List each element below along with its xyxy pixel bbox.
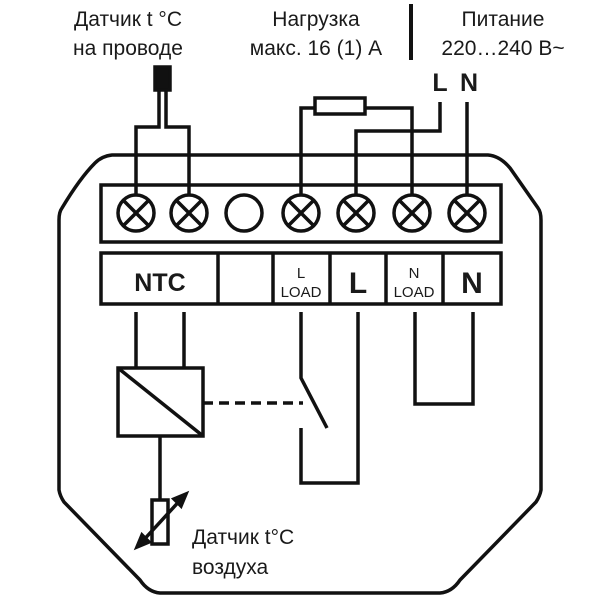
- supply-label-l: L: [432, 69, 447, 97]
- terminal-label-l: L: [349, 267, 367, 300]
- screw-terminal-l: [336, 193, 376, 233]
- wire-sensor-lead: [134, 90, 161, 195]
- terminal-label-strip: [99, 251, 503, 306]
- load-resistor: [313, 96, 367, 116]
- air-sensor-caption-line1: Датчик t°C: [192, 526, 294, 549]
- screw-terminal-n-load: [392, 193, 432, 233]
- supply-wire-l: [354, 102, 442, 195]
- terminal-label-ntc: NTC: [134, 269, 185, 297]
- load-caption-line1: Нагрузка: [272, 8, 360, 31]
- load-wire: [365, 106, 414, 195]
- power-caption-line2: 220…240 В~: [441, 37, 564, 60]
- screw-terminal-2: [169, 193, 209, 233]
- load-caption-line2: макс. 16 (1) А: [250, 37, 382, 60]
- air-sensor-caption-line2: воздуха: [192, 556, 269, 579]
- controller-diagonal: [116, 366, 205, 438]
- screw-terminal-n: [447, 193, 487, 233]
- screw-terminal-l-load: [281, 193, 321, 233]
- n-internal-loop: [413, 312, 475, 406]
- wire-sensor-probe: [153, 65, 172, 92]
- terminal-label-n-load-top: N: [409, 265, 420, 282]
- relay-wire-l-load: [299, 312, 329, 429]
- air-sensor-thermistor: [150, 498, 170, 546]
- terminal-label-n: N: [461, 267, 483, 300]
- wire-sensor-caption-line1: Датчик t °C: [74, 8, 182, 31]
- screw-terminal-1: [116, 193, 156, 233]
- relay-wire-loop: [299, 312, 360, 485]
- supply-label-n: N: [460, 69, 478, 97]
- device-housing-outline: [57, 153, 543, 595]
- terminal-label-l-load-top: L: [297, 265, 305, 282]
- terminal-label-l-load-bottom: LOAD: [281, 284, 322, 301]
- load-wire: [299, 106, 315, 195]
- wire-sensor-lead: [164, 90, 191, 195]
- empty-terminal: [224, 193, 264, 233]
- power-caption-line1: Питание: [462, 8, 545, 31]
- arrow-head-icon: [170, 490, 190, 510]
- terminal-label-n-load-bottom: LOAD: [394, 284, 435, 301]
- wire-sensor-caption-line2: на проводе: [73, 37, 183, 60]
- arrow-head-icon: [133, 531, 153, 551]
